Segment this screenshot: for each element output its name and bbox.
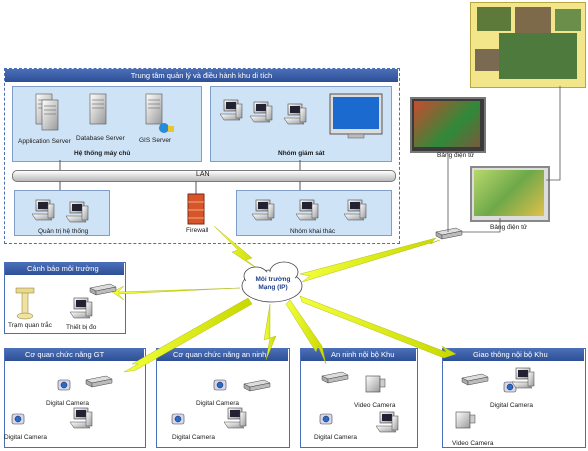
traffic-cam1-label: Digital Camera <box>490 402 533 409</box>
monitoring-label: Nhóm giám sát <box>278 150 325 157</box>
gt-cam2-label: Digital Camera <box>4 434 47 441</box>
traffic-title: Giao thông nội bộ Khu <box>443 349 584 361</box>
network-cloud-label: Môi trường Mạng (IP) <box>255 276 291 291</box>
board-2 <box>470 166 550 222</box>
app-server-label: Application Server <box>18 138 71 145</box>
exploit-label: Nhóm khai thác <box>290 228 336 235</box>
security-title: Cơ quan chức năng an ninh <box>157 349 288 361</box>
board-2-label: Bảng điện tử <box>490 224 528 231</box>
gt-box <box>4 348 146 448</box>
center-title: Trung tâm quản lý và điều hành khu di tí… <box>5 69 398 82</box>
site-photo <box>470 2 586 88</box>
env-station-label: Trạm quan trắc <box>8 322 52 329</box>
security-box <box>156 348 290 448</box>
env-device-label: Thiết bị đo <box>66 324 97 331</box>
internal-cam2-label: Digital Camera <box>314 434 357 441</box>
lan-label: LAN <box>196 171 210 178</box>
gis-server-label: GIS Server <box>139 137 172 144</box>
firewall-label: Firewall <box>186 227 209 234</box>
board-1 <box>410 97 486 153</box>
admin-panel <box>14 190 110 236</box>
internal-title: An ninh nội bộ Khu <box>301 349 416 361</box>
internal-box <box>300 348 418 448</box>
db-server-label: Database Server <box>76 135 125 142</box>
env-title: Cảnh báo môi trường <box>5 263 124 275</box>
internal-cam1-label: Video Camera <box>354 402 396 409</box>
server-group-label: Hệ thống máy chủ <box>74 150 131 157</box>
traffic-cam2-label: Video Camera <box>452 440 494 447</box>
traffic-box <box>442 348 586 448</box>
gt-cam1-label: Digital Camera <box>46 400 89 407</box>
admin-label: Quản trị hệ thống <box>38 228 89 235</box>
security-cam1-label: Digital Camera <box>196 400 239 407</box>
lan-bar <box>12 170 396 182</box>
board-1-label: Bảng điện tử <box>437 152 475 159</box>
gt-title: Cơ quan chức năng GT <box>5 349 144 361</box>
security-cam2-label: Digital Camera <box>172 434 215 441</box>
